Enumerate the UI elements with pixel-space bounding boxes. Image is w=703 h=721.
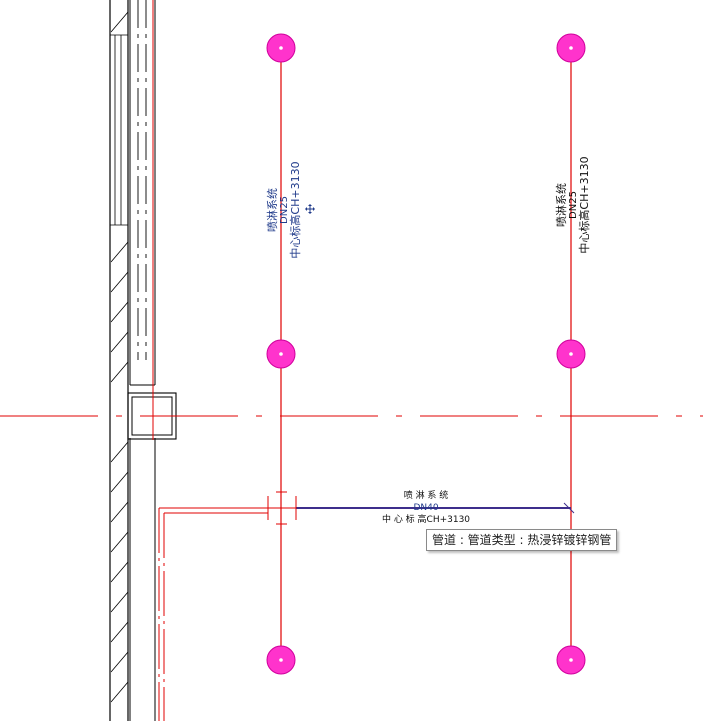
branch-label-right[interactable]: 喷淋系统 DN25 中心标高CH+3130 bbox=[555, 156, 591, 253]
branch-left-size-text: DN25 bbox=[279, 196, 290, 224]
branch-right-system-text: 喷淋系统 bbox=[555, 183, 568, 227]
branch-left-system-text: 喷淋系统 bbox=[266, 188, 279, 232]
pipe-type-tooltip: 管道 : 管道类型 : 热浸锌镀锌钢管 bbox=[426, 529, 618, 551]
branch-label-left[interactable]: 喷淋系统 DN25 中心标高CH+3130 bbox=[266, 161, 302, 258]
sprinkler-head-right-mid[interactable] bbox=[556, 339, 586, 369]
branch-right-size-text: DN25 bbox=[568, 191, 579, 219]
main-pipe-size-text: DN40 bbox=[413, 503, 438, 513]
sprinkler-head-right-bottom[interactable] bbox=[556, 645, 586, 675]
main-pipe-system-text: 喷 淋 系 统 bbox=[404, 489, 449, 501]
sprinkler-head-left-top[interactable] bbox=[266, 33, 296, 63]
sprinkler-head-left-bottom[interactable] bbox=[266, 645, 296, 675]
branch-right-elevation-text: 中心标高CH+3130 bbox=[577, 156, 591, 253]
sprinkler-head-right-top[interactable] bbox=[556, 33, 586, 63]
main-pipe-elevation-text: 中 心 标 高CH+3130 bbox=[382, 513, 470, 525]
wall-structure bbox=[109, 0, 177, 721]
sprinkler-head-left-mid[interactable] bbox=[266, 339, 296, 369]
move-handle-icon[interactable] bbox=[305, 204, 315, 214]
main-pipe-label[interactable]: 喷 淋 系 统 DN40 中 心 标 高CH+3130 bbox=[382, 489, 470, 525]
branch-left-elevation-text: 中心标高CH+3130 bbox=[288, 161, 302, 258]
main-pipe-dn40[interactable] bbox=[267, 491, 575, 525]
wall-hatch bbox=[111, 11, 128, 703]
